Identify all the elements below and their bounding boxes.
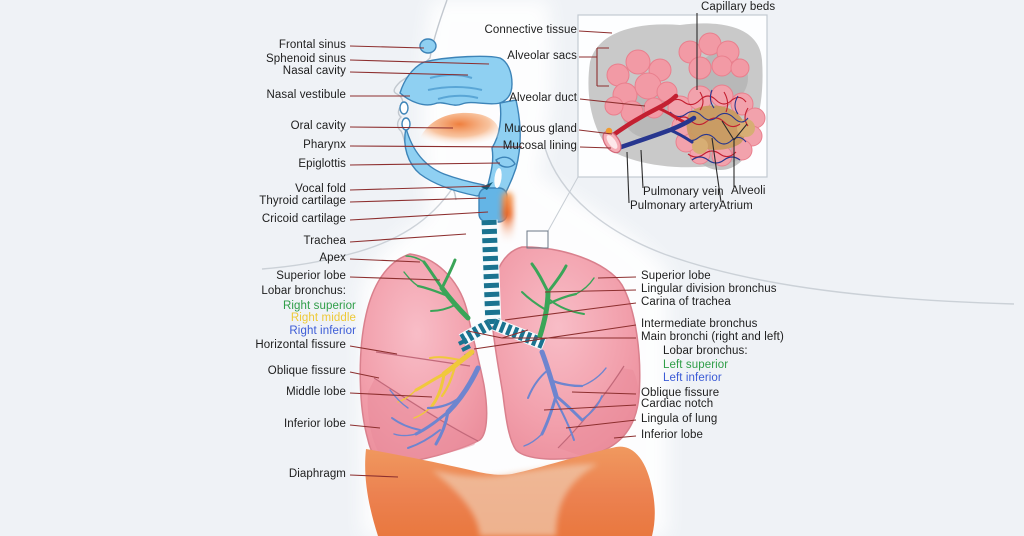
left-main-bronchus [491,318,547,350]
label-alveolar-duct: Alveolar duct [509,92,577,104]
nasal-cavity-shape [399,55,513,106]
label-cricoid-cartilage: Cricoid cartilage [261,213,346,225]
label-lingular-division-bronchus: Lingular division bronchus [641,283,777,295]
bronchial-tree-right-middle [397,349,475,419]
inset-panel [577,14,768,178]
label-intermediate-bronchus: Intermediate bronchus [641,318,758,330]
frontal-sinus-shape [419,38,437,54]
epiglottis-shape [495,156,516,168]
label-apex: Apex [319,252,346,264]
bronchial-tree-left-superior [521,262,595,339]
label-epiglottis: Epiglottis [298,158,346,170]
label-pulmonary-artery: Pulmonary artery [630,200,720,212]
right-oblique-fissure-line [373,377,479,442]
laryngeal-ventricle [494,168,502,188]
label-nasal-cavity: Nasal cavity [282,65,346,77]
label-right-superior-bronchus: Right superior [283,300,356,312]
label-inferior-lobe-right-col: Inferior lobe [641,429,704,441]
lower-lip-shape [401,117,411,131]
leader-lines-inset-black [626,13,748,204]
bronchial-tree-right-superior [403,255,471,321]
bronchial-tree-left-inferior [523,349,607,447]
label-atrium: Atrium [719,200,753,212]
label-pulmonary-vein: Pulmonary vein [643,186,724,198]
right-main-bronchus [459,319,493,345]
bronchiole-cut-end [602,130,622,154]
alveolar-sacs-upper-right [678,32,750,80]
label-superior-lobe-left-col: Superior lobe [276,270,346,282]
label-oblique-fissure-right-col: Oblique fissure [641,387,720,399]
label-connective-tissue: Connective tissue [484,24,577,36]
label-carina-of-trachea: Carina of trachea [641,296,731,308]
esophagus-shape [502,192,513,244]
label-capillary-beds: Capillary beds [701,1,776,13]
tongue-shape [420,112,499,146]
label-oral-cavity: Oral cavity [290,120,346,132]
label-mucous-gland: Mucous gland [504,123,577,135]
right-lower-lobe-tint [367,378,478,462]
label-cardiac-notch: Cardiac notch [641,398,714,410]
magnifier-square [526,176,579,249]
label-lingula-of-lung: Lingula of lung [641,413,718,425]
mucous-gland-shape [605,127,613,135]
label-right-middle-bronchus: Right middle [290,312,356,324]
label-trachea: Trachea [303,235,346,247]
label-alveoli: Alveoli [731,185,766,197]
label-middle-lobe: Middle lobe [286,386,346,398]
label-main-bronchi: Main bronchi (right and left) [641,331,784,343]
label-horizontal-fissure: Horizontal fissure [255,339,346,351]
label-pharynx: Pharynx [303,139,346,151]
left-lower-lobe-tint [558,368,639,456]
label-vocal-fold: Vocal fold [295,183,346,195]
label-lobar-bronchus-right: Lobar bronchus: [261,285,346,297]
leader-lines-inset [578,30,646,149]
label-frontal-sinus: Frontal sinus [278,39,346,51]
label-left-superior-bronchus: Left superior [663,359,729,371]
label-thyroid-cartilage: Thyroid cartilage [259,195,346,207]
upper-airway [399,38,521,223]
label-right-inferior-bronchus: Right inferior [289,325,356,337]
label-inferior-lobe-left-col: Inferior lobe [283,418,346,430]
label-sphenoid-sinus: Sphenoid sinus [265,53,346,65]
bronchial-tree-right-inferior [389,365,481,449]
label-lobar-bronchus-left: Lobar bronchus: [663,345,748,357]
diaphragm-tendon-highlight [432,463,598,536]
upper-lip-shape [399,101,409,115]
diaphragm-shape [365,446,655,536]
label-alveolar-sacs: Alveolar sacs [507,50,577,62]
horizontal-fissure-line [375,351,471,367]
leader-lines-right [467,276,637,439]
label-mucosal-lining: Mucosal lining [502,140,577,152]
label-left-inferior-bronchus: Left inferior [663,372,722,384]
label-oblique-fissure-left-col: Oblique fissure [267,365,346,377]
label-nasal-vestibule: Nasal vestibule [266,89,346,101]
label-diaphragm: Diaphragm [288,468,346,480]
label-superior-lobe-right-col: Superior lobe [641,270,711,282]
leader-lines-left [349,45,523,478]
